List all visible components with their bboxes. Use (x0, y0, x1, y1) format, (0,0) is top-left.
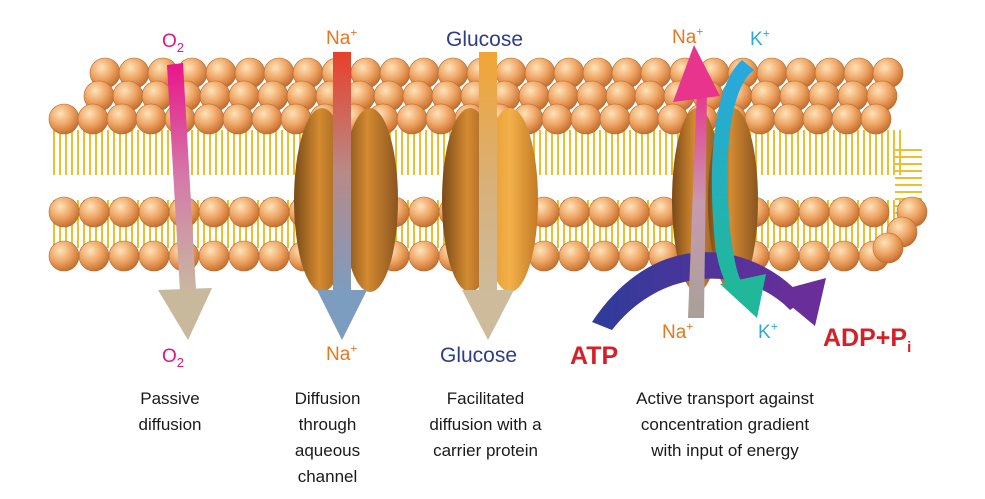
lipid-head (138, 196, 170, 228)
glucose-bottom-label: Glucose (440, 344, 518, 367)
lipid-head (828, 196, 860, 228)
lipid-head (135, 103, 167, 135)
caption-line: Active transport against (636, 389, 814, 408)
na-pump-arrow (673, 45, 720, 318)
lipid-head (77, 103, 109, 135)
lipid-head (798, 196, 830, 228)
o2-bottom-label: O2 (162, 346, 185, 370)
channel-diffusion-caption: Diffusion through aqueous channel (265, 386, 390, 490)
lipid-head (198, 240, 230, 272)
lipid-head (872, 232, 904, 264)
lipid-head (628, 103, 660, 135)
na-pump-bottom-label: Na+ (662, 319, 694, 343)
na-channel-arrow (317, 52, 367, 340)
lipid-head (831, 103, 863, 135)
k-pump-bottom-label: K+ (758, 319, 778, 343)
k-pump-top-label: K+ (750, 26, 770, 50)
lipid-head (599, 103, 631, 135)
lipid-head (570, 103, 602, 135)
lipid-head (258, 196, 290, 228)
atp-label: ATP (570, 342, 619, 370)
na-channel-bottom-label: Na+ (326, 341, 358, 365)
atp-energy-arrow (592, 252, 826, 330)
lipid-head (222, 103, 254, 135)
active-transport-caption: Active transport against concentration g… (600, 386, 850, 464)
o2-diffusion-arrow (158, 63, 212, 340)
lipid-head (198, 196, 230, 228)
caption-line: concentration gradient (640, 415, 810, 434)
lipid-head (558, 240, 590, 272)
caption-line: with input of energy (651, 441, 799, 460)
lipid-head (558, 196, 590, 228)
caption-line: Facilitated (446, 389, 525, 408)
lipid-head (618, 240, 650, 272)
lipid-head (108, 196, 140, 228)
caption-line: channel (297, 467, 358, 486)
lipid-head (768, 240, 800, 272)
lipid-head (258, 240, 290, 272)
passive-diffusion-caption: Passive diffusion (110, 386, 230, 438)
lipid-head (860, 103, 892, 135)
glucose-carrier-arrow (462, 52, 514, 340)
caption-line: Passive (140, 389, 200, 408)
glucose-top-label: Glucose (446, 28, 524, 51)
lipid-head (408, 196, 440, 228)
lipid-head (193, 103, 225, 135)
caption-line: aqueous (294, 441, 361, 460)
k-pump-arrow (711, 60, 766, 318)
lipid-head (251, 103, 283, 135)
lipid-head (425, 103, 457, 135)
lipid-head (828, 240, 860, 272)
lipid-head (48, 240, 80, 272)
lipid-head (618, 196, 650, 228)
lipid-head (858, 196, 890, 228)
na-pump-top-label: Na+ (672, 24, 704, 48)
lipid-head (744, 103, 776, 135)
lipid-head (802, 103, 834, 135)
lipid-head (108, 240, 140, 272)
lipid-head (588, 196, 620, 228)
lipid-head (106, 103, 138, 135)
lipid-head (773, 103, 805, 135)
lipid-head (78, 240, 110, 272)
na-channel-top-label: Na+ (326, 25, 358, 49)
caption-line: through (298, 415, 357, 434)
o2-top-label: O2 (162, 31, 185, 55)
lipid-head (396, 103, 428, 135)
lipid-head (138, 240, 170, 272)
lipid-head (78, 196, 110, 228)
adp-pi-label: ADP+Pi (823, 324, 912, 356)
lipid-head (48, 196, 80, 228)
lipid-head (541, 103, 573, 135)
lipid-head (798, 240, 830, 272)
caption-line: Diffusion (294, 389, 361, 408)
lipid-head (768, 196, 800, 228)
caption-line: carrier protein (433, 441, 538, 460)
lipid-head (228, 196, 260, 228)
lipid-head (228, 240, 260, 272)
lipid-head (48, 103, 80, 135)
facilitated-diffusion-caption: Facilitated diffusion with a carrier pro… (408, 386, 563, 464)
lipid-head (588, 240, 620, 272)
caption-line: diffusion (138, 415, 202, 434)
lipid-head (408, 240, 440, 272)
caption-line: diffusion with a (429, 415, 542, 434)
